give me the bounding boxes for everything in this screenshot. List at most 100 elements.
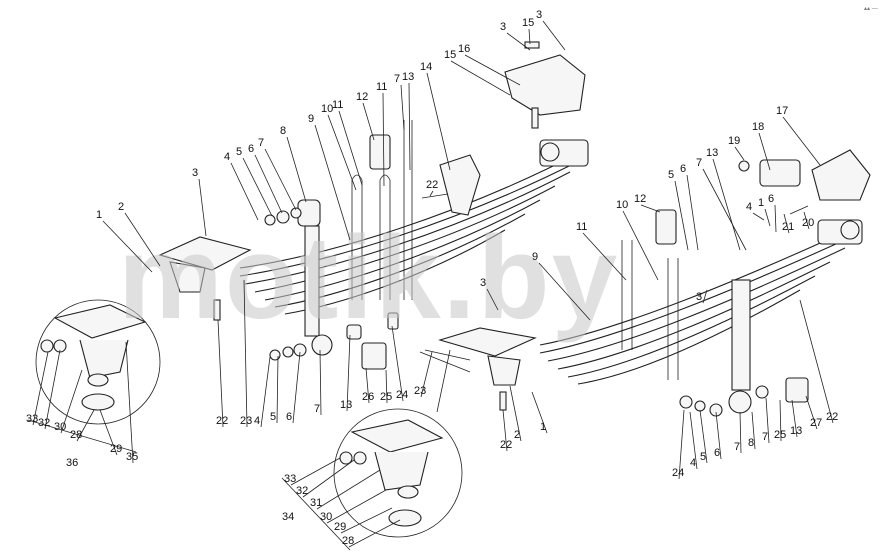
leader-line — [464, 54, 521, 86]
callout-2: 2 — [118, 201, 124, 213]
callout-27: 27 — [810, 417, 822, 429]
callout-6: 6 — [714, 447, 720, 459]
leader-line — [582, 232, 627, 281]
leader-line — [712, 158, 741, 251]
callout-3: 3 — [480, 277, 486, 289]
callout-3: 3 — [536, 9, 542, 21]
leader-line — [260, 356, 271, 428]
callout-13: 13 — [706, 147, 718, 159]
leader-lines — [32, 20, 834, 548]
leader-line — [316, 469, 381, 510]
callout-25: 25 — [380, 391, 392, 403]
callout-4: 4 — [224, 151, 230, 163]
callout-22: 22 — [500, 439, 512, 451]
callout-21: 21 — [782, 221, 794, 233]
leader-line — [338, 110, 363, 186]
callout-31: 31 — [310, 497, 322, 509]
callout-33: 33 — [26, 413, 38, 425]
callout-8: 8 — [280, 125, 286, 137]
leader-line — [734, 146, 745, 161]
leader-line — [805, 395, 818, 430]
leader-line — [290, 457, 341, 486]
callout-25: 25 — [774, 429, 786, 441]
callout-1: 1 — [758, 197, 764, 209]
callout-9: 9 — [532, 251, 538, 263]
leader-line — [739, 411, 742, 454]
callout-4: 4 — [746, 201, 752, 213]
callout-7: 7 — [394, 73, 400, 85]
leader-line — [779, 399, 782, 442]
callout-36: 36 — [66, 457, 78, 469]
leader-line — [99, 409, 118, 456]
callout-30: 30 — [320, 511, 332, 523]
callout-10: 10 — [321, 103, 333, 115]
leader-line — [254, 154, 283, 214]
leader-line — [528, 28, 531, 45]
leader-line — [774, 204, 777, 233]
leader-line — [531, 391, 548, 434]
callout-13: 13 — [340, 399, 352, 411]
leader-line — [302, 459, 355, 498]
leader-line — [538, 262, 591, 321]
callout-9: 9 — [308, 113, 314, 125]
callout-28: 28 — [342, 535, 354, 547]
leader-line — [44, 349, 61, 430]
callout-1: 1 — [540, 421, 546, 433]
leader-line — [346, 334, 351, 412]
leader-line — [782, 116, 821, 166]
leader-line — [420, 351, 433, 398]
callout-17: 17 — [776, 105, 788, 117]
leader-line — [230, 162, 259, 221]
callout-35: 35 — [126, 451, 138, 463]
callout-29: 29 — [334, 521, 346, 533]
callout-15: 15 — [444, 49, 456, 61]
corner-mark: ▴▴ — — [864, 6, 878, 12]
leader-line — [702, 289, 708, 304]
leader-line — [125, 341, 134, 464]
leader-line — [751, 411, 756, 450]
leader-line — [319, 349, 322, 416]
leader-line — [765, 397, 770, 444]
leader-line — [622, 210, 659, 281]
leader-line — [674, 180, 689, 251]
leader-line — [783, 213, 790, 234]
leader-line — [326, 489, 387, 524]
callout-7: 7 — [696, 157, 702, 169]
leader-line — [362, 102, 375, 141]
callout-15: 15 — [522, 17, 534, 29]
leader-line — [640, 204, 661, 213]
leader-line — [276, 355, 279, 424]
callout-7: 7 — [258, 137, 264, 149]
leader-line — [799, 299, 834, 424]
callout-19: 19 — [728, 135, 740, 147]
callout-7: 7 — [314, 403, 320, 415]
watermark-text: motik.by — [118, 212, 619, 344]
callout-3: 3 — [500, 21, 506, 33]
callout-24: 24 — [672, 467, 684, 479]
callout-7: 7 — [734, 441, 740, 453]
callout-1: 1 — [96, 209, 102, 221]
leader-line — [689, 411, 698, 470]
leader-line — [60, 369, 83, 434]
leader-line — [758, 132, 771, 171]
callout-22: 22 — [216, 415, 228, 427]
leader-line — [764, 208, 771, 227]
leader-line — [803, 211, 810, 230]
callout-29: 29 — [110, 443, 122, 455]
leader-line — [791, 399, 798, 438]
callout-23: 23 — [240, 415, 252, 427]
callout-28: 28 — [70, 429, 82, 441]
leader-line — [542, 20, 566, 51]
leader-line — [385, 369, 388, 404]
callout-4: 4 — [254, 415, 260, 427]
leader-line — [32, 351, 49, 426]
detail-view-left — [27, 299, 161, 453]
leader-line — [286, 136, 307, 203]
callout-11: 11 — [576, 221, 587, 233]
leader-line — [752, 212, 765, 221]
callout-10: 10 — [616, 199, 628, 211]
callout-32: 32 — [296, 485, 308, 497]
leader-line — [124, 212, 161, 267]
